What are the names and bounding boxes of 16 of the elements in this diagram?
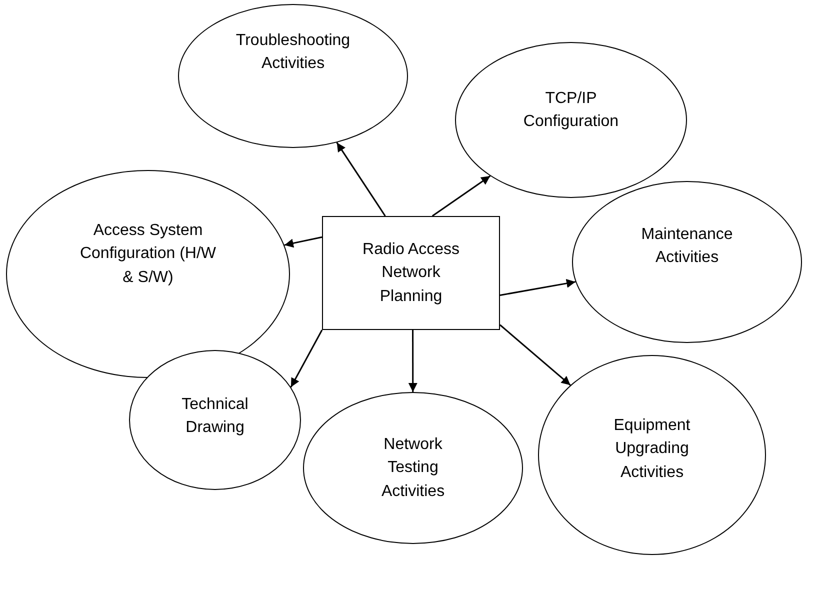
- node-label: Equipment Upgrading Activities: [612, 416, 692, 483]
- node-label: Network Testing Activities: [380, 435, 446, 502]
- node-label: Radio Access Network Planning: [362, 240, 460, 307]
- arrow: [284, 236, 322, 248]
- arrow: [500, 278, 576, 296]
- arrow: [336, 142, 386, 216]
- arrow: [408, 330, 418, 392]
- process-box: [322, 216, 500, 330]
- node-label: Technical Drawing: [180, 394, 250, 438]
- node-label: Maintenance Activities: [640, 224, 734, 268]
- node-label: Troubleshooting Activities: [234, 30, 352, 74]
- arrow: [432, 175, 491, 217]
- node-label: Access System Configuration (H/W & S/W): [78, 221, 218, 288]
- node-label: TCP/IP Configuration: [522, 88, 620, 132]
- arrow: [500, 324, 571, 386]
- arrow: [290, 330, 323, 388]
